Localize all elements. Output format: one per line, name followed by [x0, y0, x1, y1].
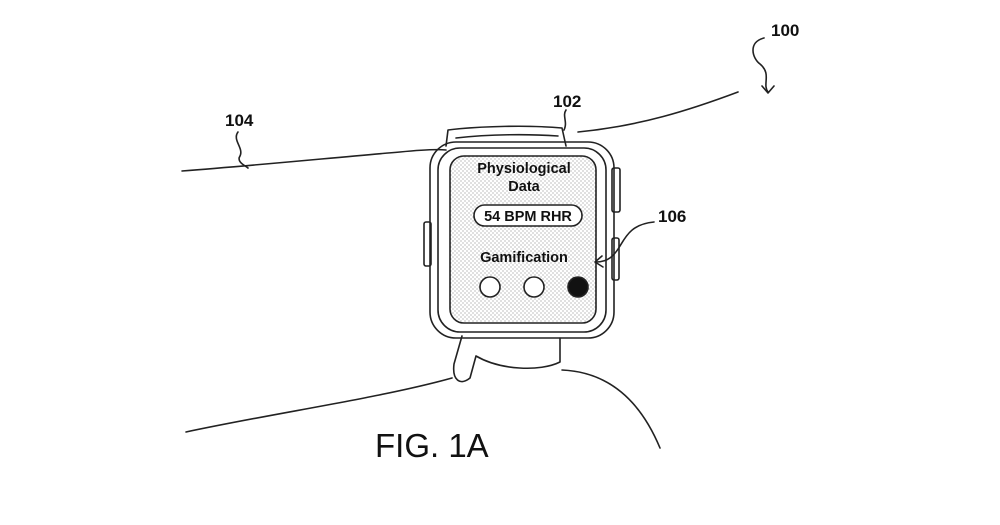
side-button-right	[611, 237, 620, 281]
screen-title-line-1: Physiological	[477, 161, 570, 177]
leader-line-display-element	[595, 221, 655, 263]
crown-button-right	[611, 167, 621, 213]
leader-arrow-system	[761, 85, 775, 94]
gamification-progress-indicators	[479, 276, 589, 298]
arm-lower-outline-right	[561, 369, 661, 449]
ref-label-display-element: 106	[658, 207, 686, 226]
side-button-left	[423, 221, 432, 267]
band-top	[445, 125, 567, 147]
gamification-label: Gamification	[480, 250, 568, 266]
leader-line-system	[752, 37, 769, 93]
ref-label-system: 100	[771, 21, 799, 40]
watch-band	[445, 125, 567, 383]
figure-caption: FIG. 1A	[375, 427, 489, 464]
leader-line-device	[563, 109, 567, 131]
leader-arrow-display-element	[594, 255, 604, 268]
progress-indicator-empty	[479, 276, 501, 298]
progress-indicator-filled	[567, 276, 589, 298]
reference-annotations: 100 102 104 106	[225, 21, 799, 268]
ref-label-arm: 104	[225, 111, 254, 130]
progress-indicator-empty	[523, 276, 545, 298]
arm-upper-outline-right	[577, 91, 739, 133]
arm-lower-outline	[185, 377, 453, 433]
watch-case-outer	[429, 141, 615, 339]
screen-content: Physiological Data 54 BPM RHR Gamificati…	[473, 161, 589, 298]
leader-line-arm	[235, 131, 249, 169]
watch-case-bezel	[437, 147, 607, 333]
arm	[181, 91, 739, 449]
metric-readout: 54 BPM RHR	[484, 209, 572, 225]
band-bottom	[452, 335, 561, 383]
metric-readout-pill	[473, 204, 583, 227]
screen-title-line-2: Data	[508, 179, 540, 195]
ref-label-device: 102	[553, 92, 581, 111]
arm-upper-outline	[181, 148, 447, 172]
band-top-inner	[455, 133, 559, 139]
